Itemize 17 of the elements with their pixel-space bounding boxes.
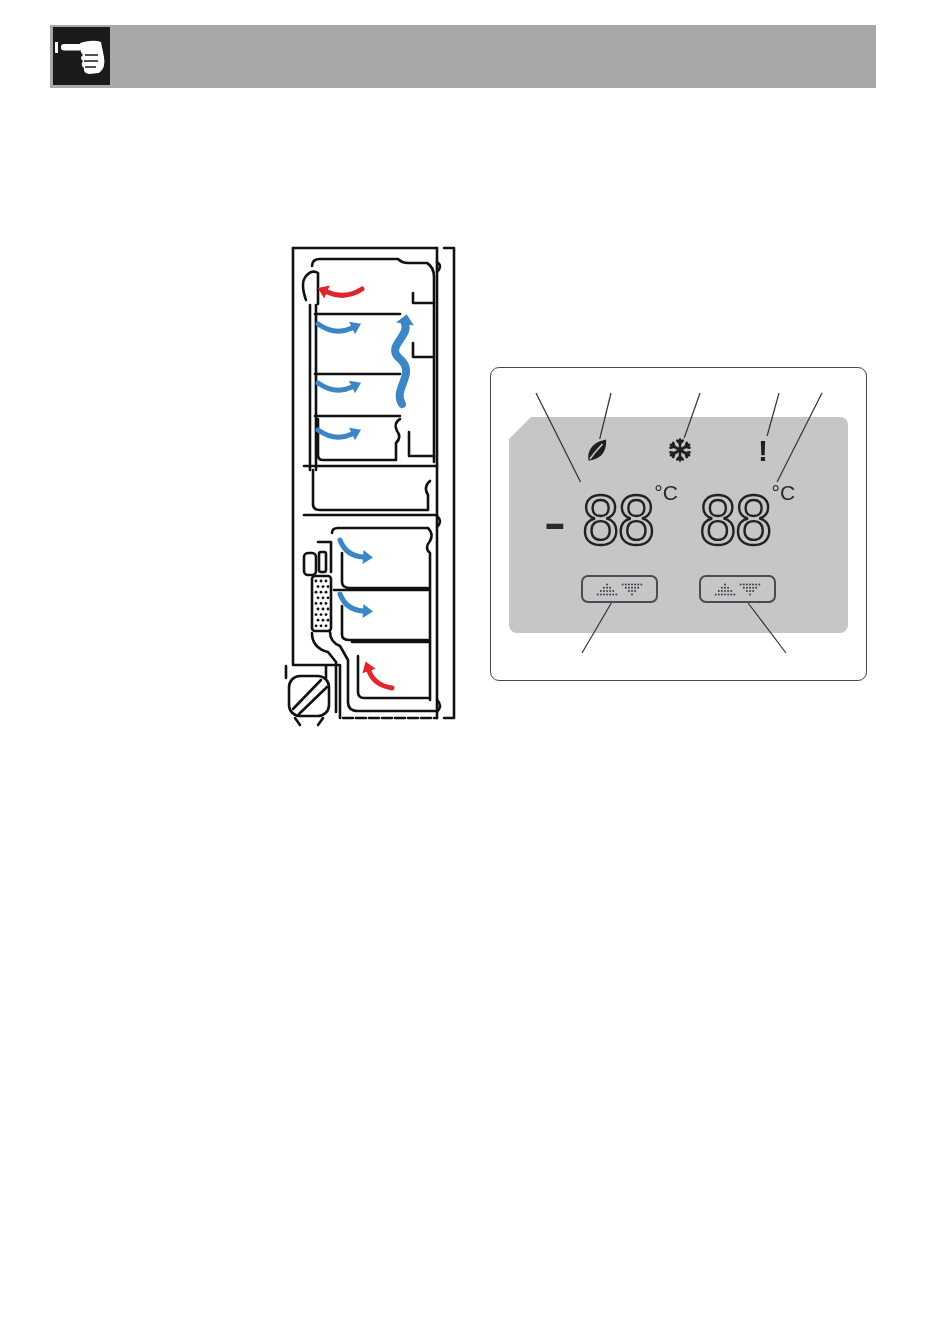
leader-line [535, 392, 582, 483]
exclamation-mark: ! [758, 436, 768, 466]
temperature-digits: 88 [698, 489, 770, 555]
display-button [581, 575, 658, 603]
temperature-unit: °C [771, 482, 796, 503]
temperature-unit: °C [654, 482, 678, 503]
leader-line [776, 392, 823, 483]
minus-sign: - [535, 489, 575, 555]
display-button [699, 575, 776, 603]
temperature-digits: 88 [580, 489, 653, 555]
leader-line [599, 392, 612, 440]
leaf-icon [587, 439, 607, 461]
leader-line [581, 602, 612, 654]
snowflake-icon [668, 438, 692, 462]
leader-line [747, 602, 787, 654]
leader-line [766, 392, 780, 437]
leader-line [683, 392, 701, 439]
